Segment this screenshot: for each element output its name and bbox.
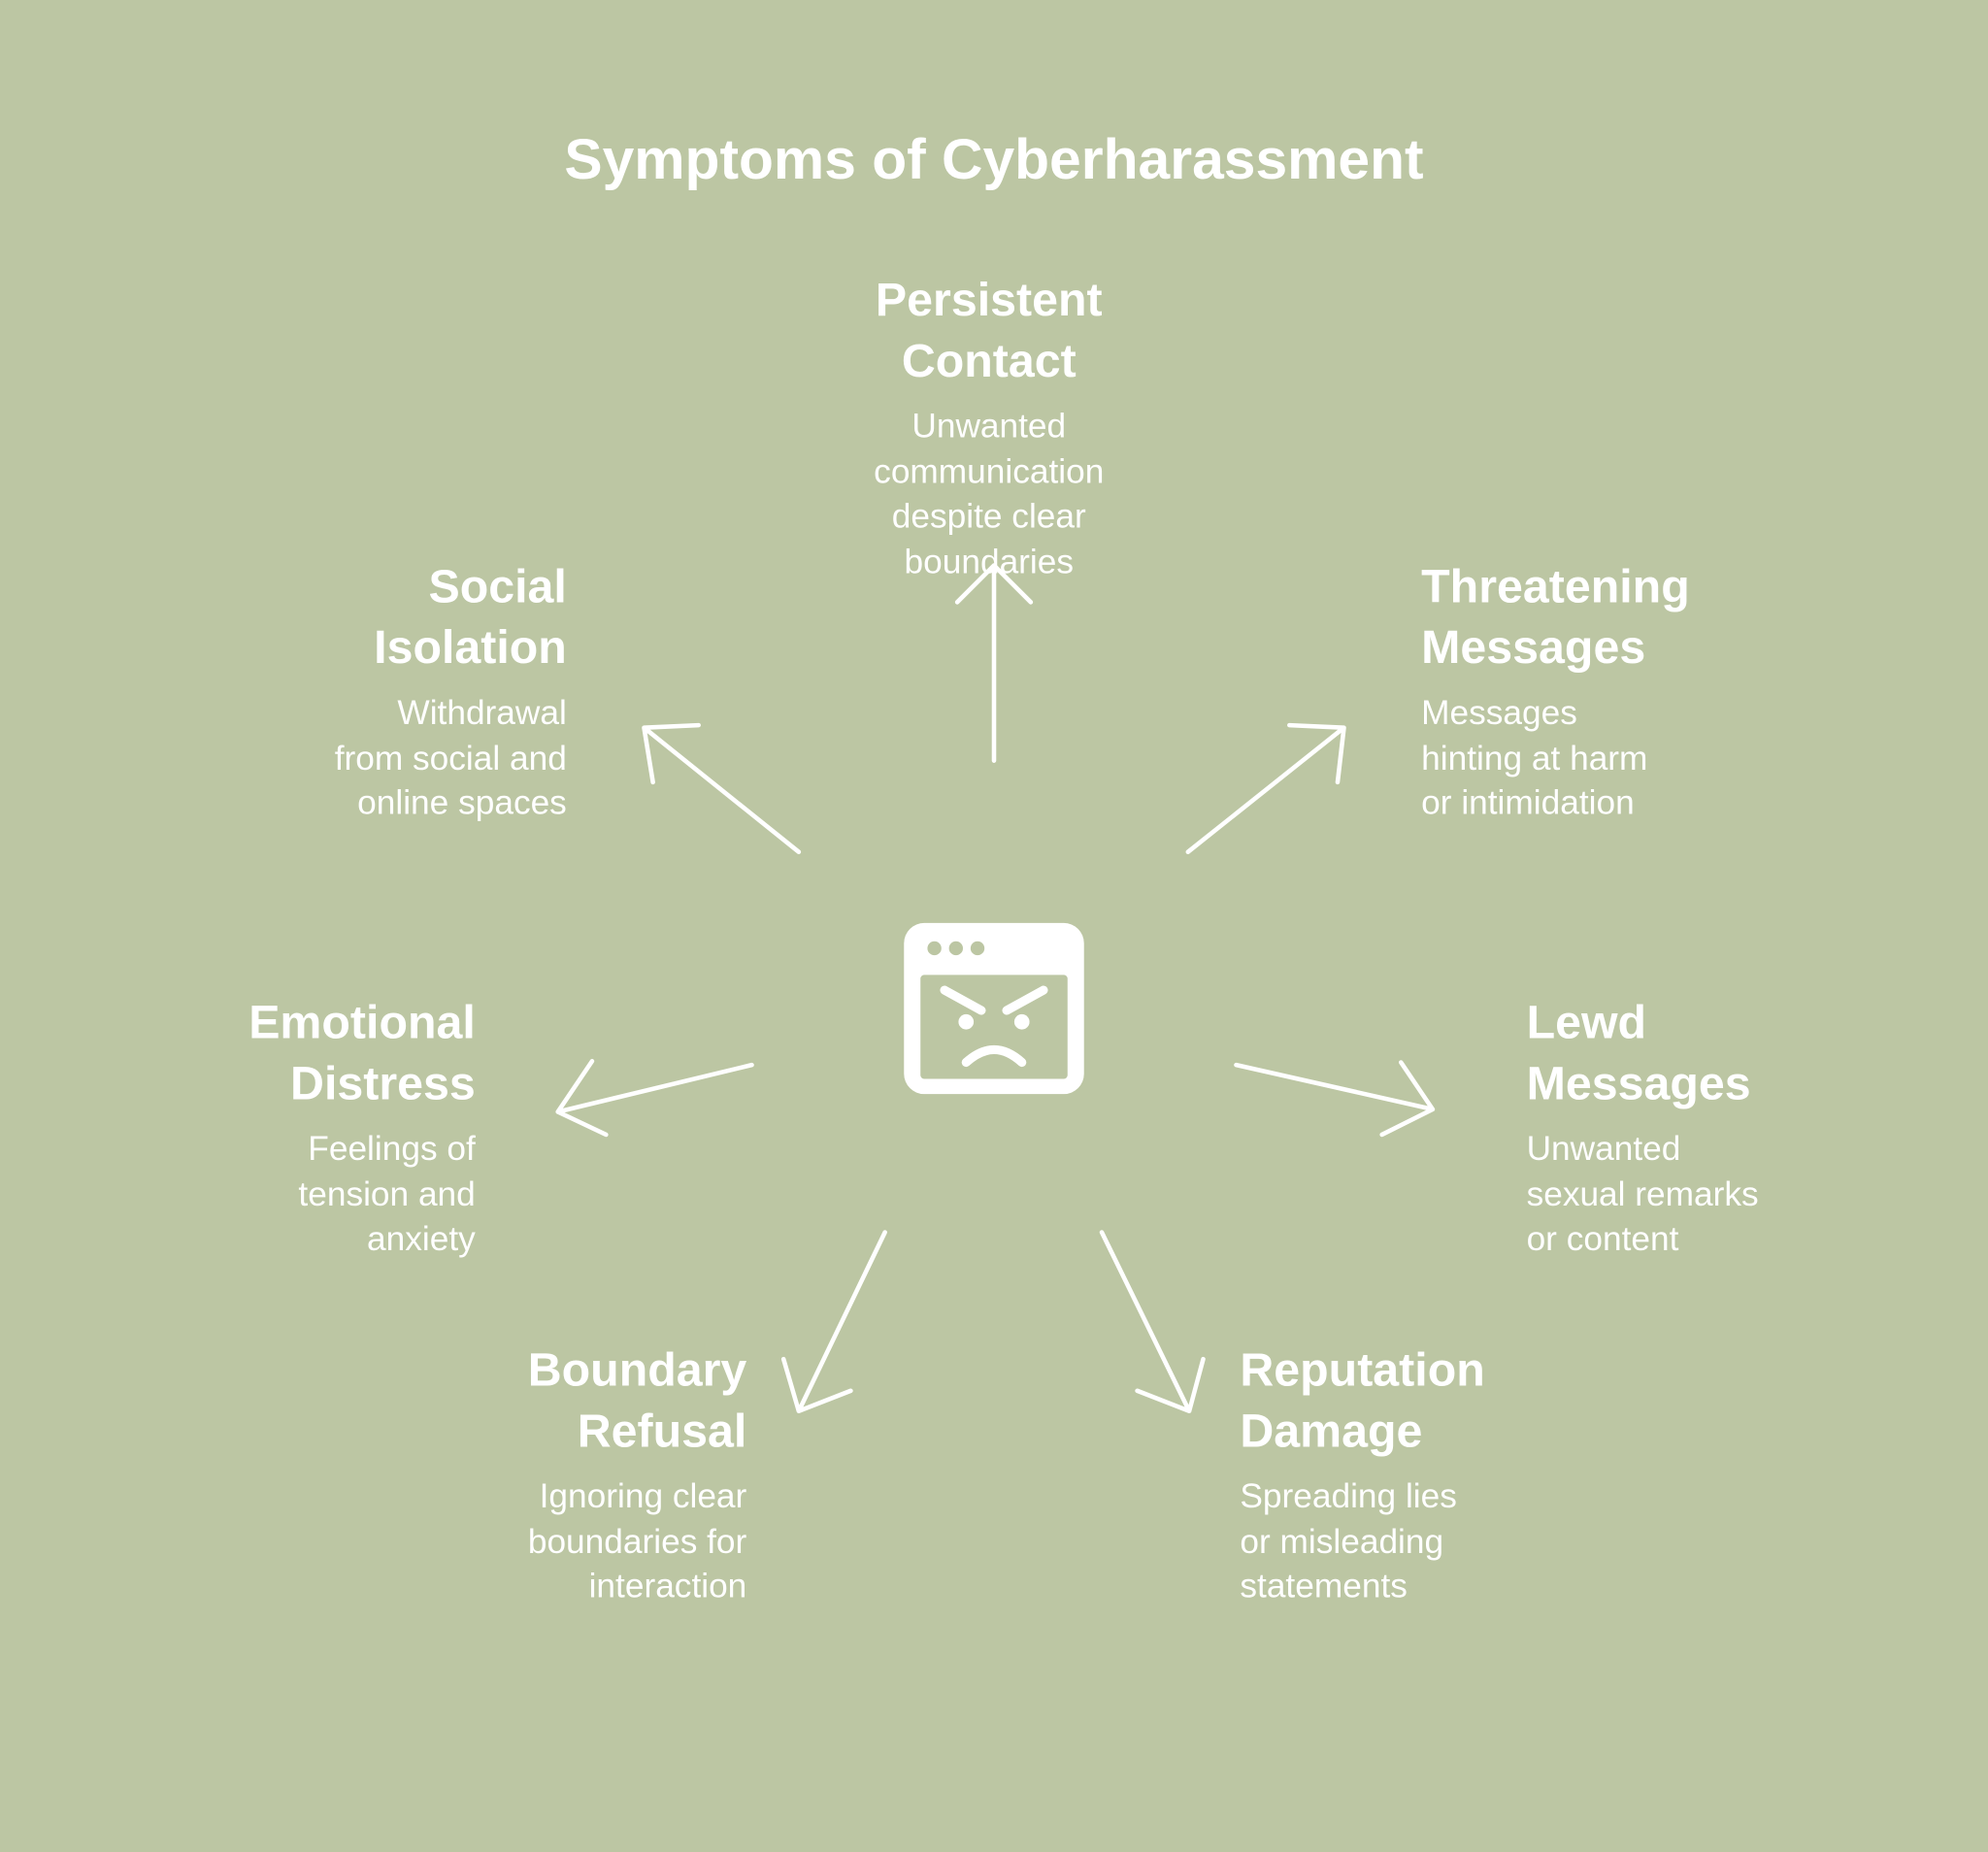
symptom-desc: anxiety	[367, 1219, 476, 1258]
symptom-desc: boundaries	[904, 542, 1075, 580]
symptom-title: Distress	[290, 1057, 476, 1109]
symptom-title: Refusal	[577, 1405, 747, 1457]
symptom-desc: communication	[874, 451, 1105, 490]
symptom-desc: sexual remarks	[1526, 1174, 1759, 1213]
symptom-desc: Unwanted	[911, 407, 1067, 446]
symptom-desc: hinting at harm	[1421, 738, 1648, 777]
symptom-title: Social	[428, 560, 567, 612]
symptom-desc: Unwanted	[1526, 1129, 1681, 1168]
symptom-title: Threatening	[1421, 560, 1690, 612]
symptom-desc: despite clear	[891, 496, 1086, 536]
symptom-desc: statements	[1240, 1567, 1408, 1605]
symptom-title: Damage	[1240, 1405, 1423, 1457]
arrow-persistent-contact	[954, 563, 1034, 763]
symptom-desc: Feelings of	[308, 1129, 476, 1168]
symptom-desc: from social and	[334, 738, 567, 777]
symptom-desc: or misleading	[1240, 1521, 1444, 1561]
arrow-threatening-messages	[1185, 722, 1346, 854]
symptom-title: Messages	[1526, 1057, 1751, 1109]
arrow-lewd-messages	[1234, 1060, 1436, 1138]
symptom-desc: Spreading lies	[1240, 1476, 1457, 1515]
arrow-emotional-distress	[555, 1058, 754, 1138]
symptom-title: Isolation	[374, 620, 567, 674]
diagram-title: Symptoms of Cyberharassment	[564, 126, 1424, 192]
arrow-social-isolation	[642, 722, 802, 854]
symptom-title: Messages	[1421, 620, 1646, 674]
symptom-desc: or intimidation	[1421, 783, 1635, 822]
symptom-title: Boundary	[527, 1343, 747, 1397]
symptom-title: Emotional	[248, 996, 476, 1049]
angry-browser-window-icon	[904, 922, 1084, 1095]
symptom-desc: interaction	[588, 1567, 747, 1605]
symptom-title: Reputation	[1240, 1343, 1485, 1397]
symptom-title: Persistent	[875, 274, 1103, 326]
symptom-desc: boundaries for	[527, 1521, 747, 1561]
symptom-desc: or content	[1526, 1219, 1679, 1258]
arrow-reputation-damage	[1099, 1230, 1206, 1413]
symptom-title: Lewd	[1526, 996, 1647, 1049]
symptom-desc: Messages	[1421, 693, 1577, 732]
symptom-desc: online spaces	[357, 783, 567, 822]
arrow-boundary-refusal	[780, 1230, 887, 1413]
symptom-desc: Ignoring clear	[539, 1476, 747, 1515]
symptom-desc: tension and	[298, 1174, 476, 1213]
symptom-title: Contact	[901, 334, 1077, 387]
symptom-desc: Withdrawal	[397, 693, 567, 732]
